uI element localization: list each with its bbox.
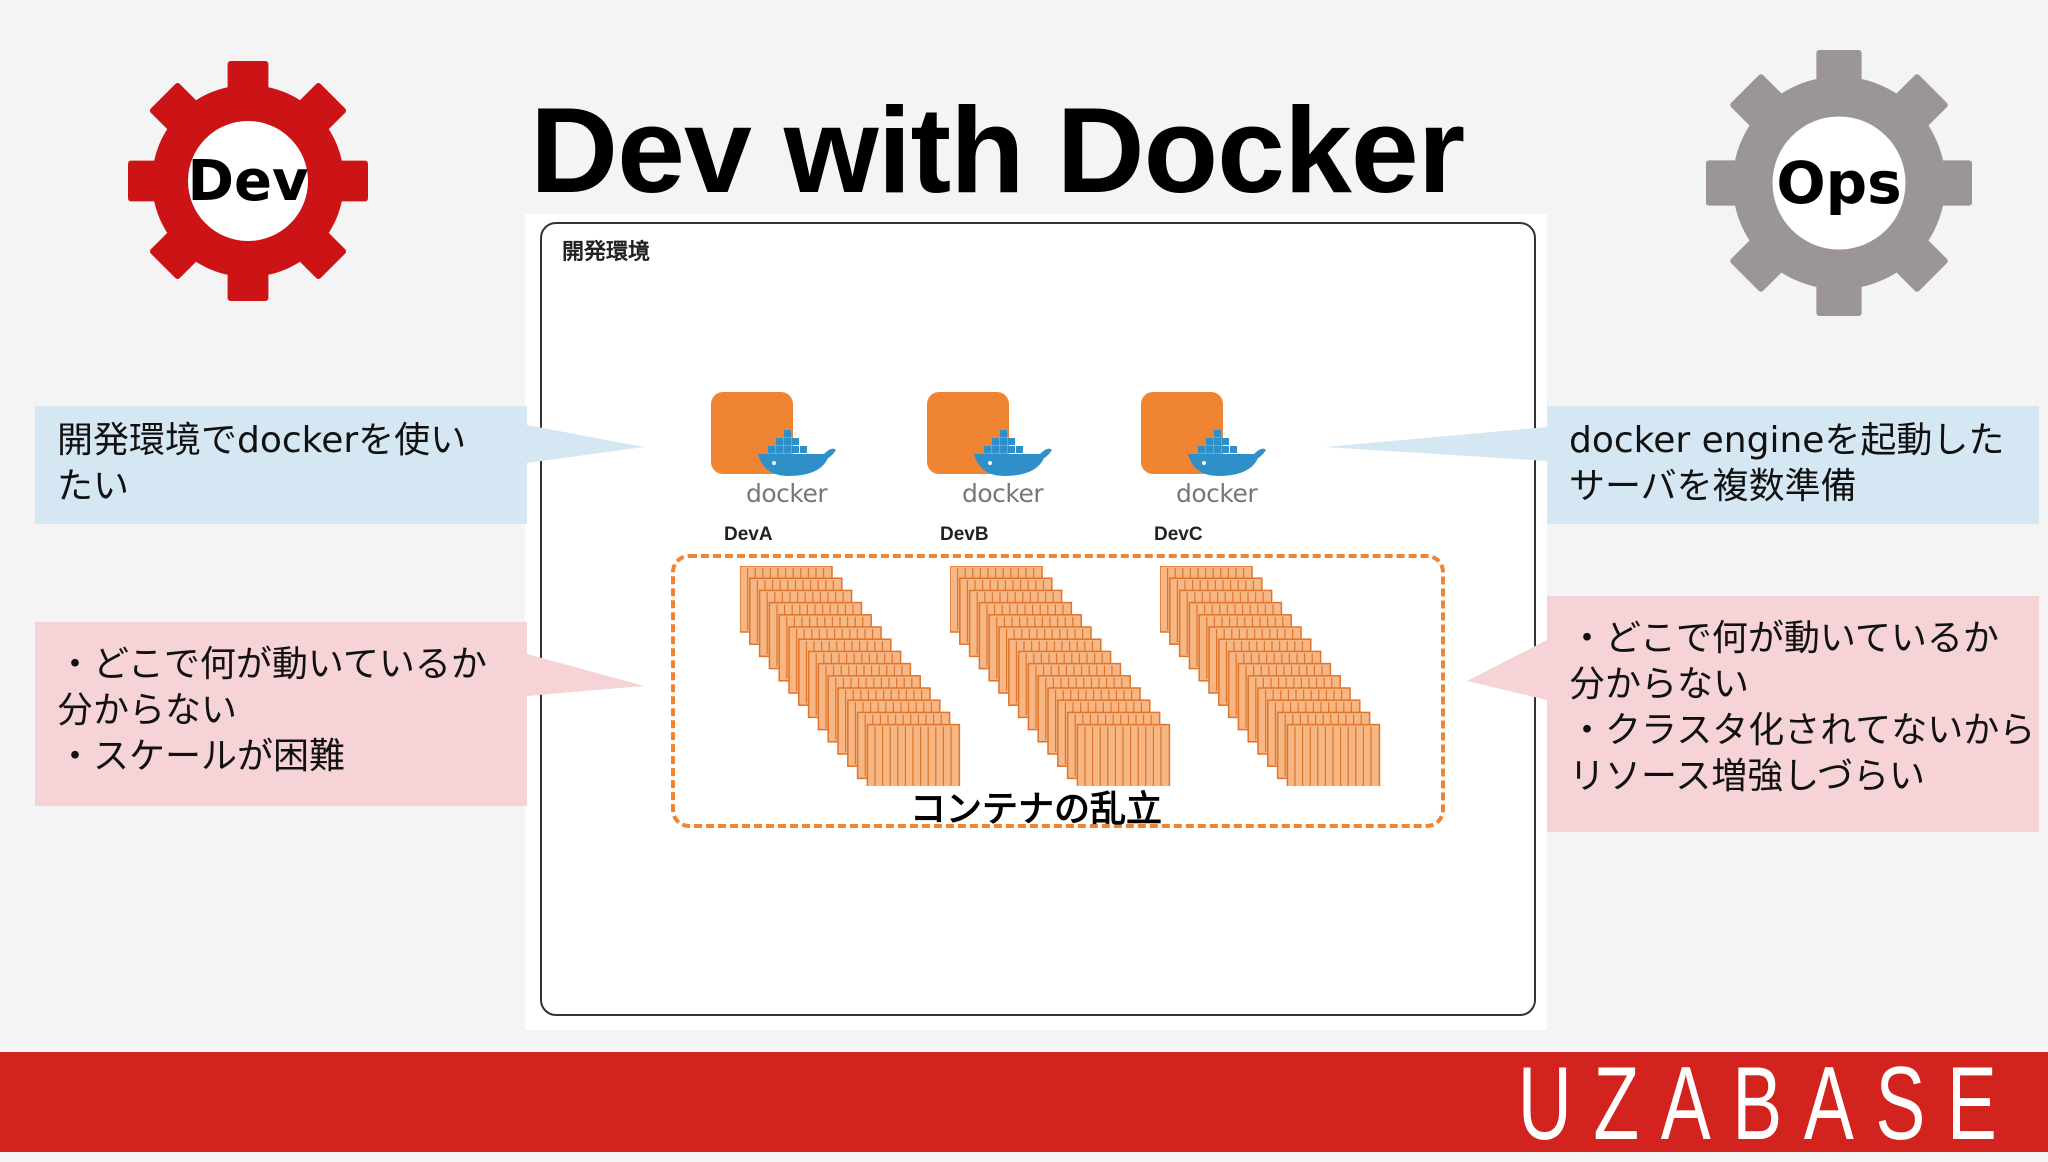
docker-wordmark: docker <box>1176 479 1258 508</box>
brand-logo: UZABASE <box>1517 1046 2018 1162</box>
container-stack-icon <box>950 566 1171 786</box>
container-sprawl-group <box>671 554 1445 828</box>
callout-line: ・どこで何が動いているか <box>57 644 487 685</box>
callout-line: ・スケールが困難 <box>57 736 346 777</box>
dev-gear-label: Dev <box>187 148 309 214</box>
container-stack-icon <box>1160 566 1381 786</box>
gear-icon <box>128 61 368 301</box>
callout-line: 開発環境でdockerを使い <box>57 420 467 461</box>
dev-environment-frame: 開発環境 <box>540 222 1536 1016</box>
callout-line: ・どこで何が動いているか <box>1569 618 1999 659</box>
dev-environment-diagram: 開発環境 docker DevA docker DevB docker DevC… <box>525 214 1547 1030</box>
docker-engine-devc: docker DevC <box>1138 392 1268 552</box>
container-box <box>1076 723 1171 786</box>
docker-engine-deva: docker DevA <box>708 392 838 552</box>
slide-title: Dev with Docker <box>530 82 1465 218</box>
ops-gear-label: Ops <box>1776 149 1902 217</box>
engine-name: DevB <box>940 524 989 545</box>
docker-whale-icon <box>1188 430 1266 476</box>
docker-engine-devb: docker DevB <box>924 392 1054 552</box>
docker-wordmark: docker <box>746 479 828 508</box>
callout-line: リソース増強しづらい <box>1569 756 1926 797</box>
frame-label: 開発環境 <box>562 240 651 265</box>
gear-icon <box>1706 50 1972 316</box>
dev-gear-icon: Dev <box>126 56 370 306</box>
container-sprawl-label: コンテナの乱立 <box>909 789 1162 830</box>
container-stack-icon <box>740 566 961 786</box>
ops-gear-icon: Ops <box>1704 44 1974 322</box>
callout-line: 分からない <box>57 690 238 731</box>
docker-wordmark: docker <box>962 479 1044 508</box>
callout-line: ・クラスタ化されてないから <box>1569 710 2036 751</box>
docker-whale-icon <box>758 430 836 476</box>
engine-name: DevA <box>724 524 773 545</box>
footer-bar: UZABASE <box>0 1046 2048 1162</box>
container-box <box>866 723 961 786</box>
callout-line: 分からない <box>1569 664 1750 705</box>
callout-line: サーバを複数準備 <box>1569 466 1857 507</box>
engine-name: DevC <box>1154 524 1203 545</box>
callout-line: たい <box>57 466 130 507</box>
docker-whale-icon <box>974 430 1052 476</box>
callout-line: docker engineを起動した <box>1569 420 2005 461</box>
container-box <box>1286 723 1381 786</box>
